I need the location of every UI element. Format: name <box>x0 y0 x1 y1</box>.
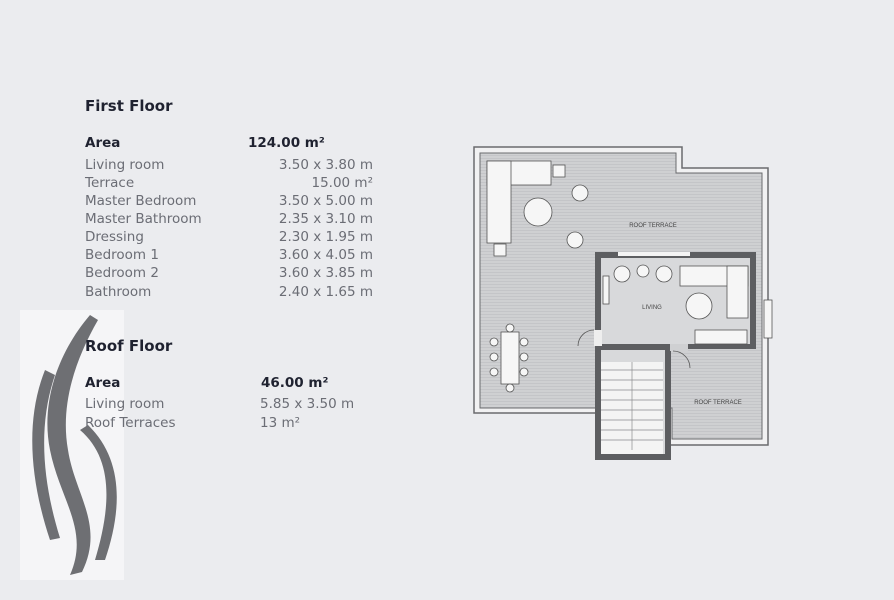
room-row: Living room 3.50 x 3.80 m <box>85 156 373 174</box>
room-size: 5.85 x 3.50 m <box>260 396 355 412</box>
room-size: 3.50 x 5.00 m <box>278 193 373 209</box>
room-name: Master Bedroom <box>85 193 197 209</box>
roof-floor-area-value: 46.00 m² <box>261 375 329 391</box>
room-size: 13 m² <box>260 415 301 431</box>
room-name: Bathroom <box>85 284 152 300</box>
room-size: 3.60 x 3.85 m <box>278 265 373 281</box>
room-row: Bedroom 1 3.60 x 4.05 m <box>85 246 373 264</box>
room-name: Roof Terraces <box>85 415 176 431</box>
room-name: Terrace <box>85 175 135 191</box>
room-row: Bedroom 2 3.60 x 3.85 m <box>85 264 373 282</box>
room-size: 3.60 x 4.05 m <box>278 247 373 263</box>
first-floor-area-label: Area <box>85 135 121 151</box>
room-size: 2.40 x 1.65 m <box>278 284 373 300</box>
first-floor-area-value: 124.00 m² <box>248 135 325 151</box>
roof-floor-title: Roof Floor <box>85 337 173 355</box>
room-row: Master Bedroom 3.50 x 5.00 m <box>85 192 373 210</box>
room-row: Master Bathroom 2.35 x 3.10 m <box>85 210 373 228</box>
room-name: Bedroom 2 <box>85 265 159 281</box>
room-name: Living room <box>85 396 165 412</box>
watermark-logo <box>20 310 124 580</box>
room-row: Living room 5.85 x 3.50 m <box>85 395 354 413</box>
room-name: Master Bathroom <box>85 211 202 227</box>
roof-floor-area-label: Area <box>85 375 121 391</box>
room-size: 2.35 x 3.10 m <box>278 211 373 227</box>
first-floor-title: First Floor <box>85 97 173 115</box>
room-row: Bathroom 2.40 x 1.65 m <box>85 283 373 301</box>
room-row: Terrace 15.00 m² <box>85 174 373 192</box>
room-row: Roof Terraces 13 m² <box>85 414 300 432</box>
room-size: 15.00 m² <box>311 175 373 191</box>
room-size: 3.50 x 3.80 m <box>278 157 373 173</box>
room-name: Bedroom 1 <box>85 247 159 263</box>
room-size: 2.30 x 1.95 m <box>278 229 373 245</box>
room-name: Dressing <box>85 229 144 245</box>
room-row: Dressing 2.30 x 1.95 m <box>85 228 373 246</box>
room-name: Living room <box>85 157 165 173</box>
